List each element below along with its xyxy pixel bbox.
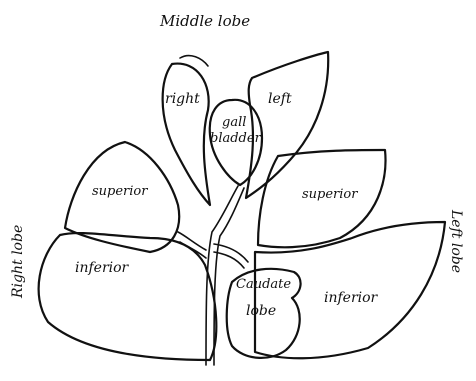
left-lobe-side-label: Left lobe — [448, 209, 464, 273]
title-label: Middle lobe — [159, 12, 250, 30]
right-superior-label: superior — [92, 184, 148, 199]
middle-right-label: right — [165, 91, 200, 107]
gall-bladder-label-2: bladder — [210, 131, 262, 146]
left-superior-label: superior — [302, 187, 358, 202]
middle-left-label: left — [268, 91, 292, 107]
bile-duct-lines — [178, 186, 248, 365]
right-inferior-lobe-outline — [39, 233, 217, 360]
right-lobe-side-label: Right lobe — [10, 225, 26, 299]
left-inferior-label: inferior — [324, 290, 379, 306]
gall-bladder-label-1: gall — [222, 115, 246, 130]
right-inferior-label: inferior — [75, 260, 130, 276]
middle-left-lobe-outline — [246, 52, 328, 198]
caudate-label-1: Caudate — [236, 277, 291, 292]
caudate-label-2: lobe — [246, 303, 276, 319]
